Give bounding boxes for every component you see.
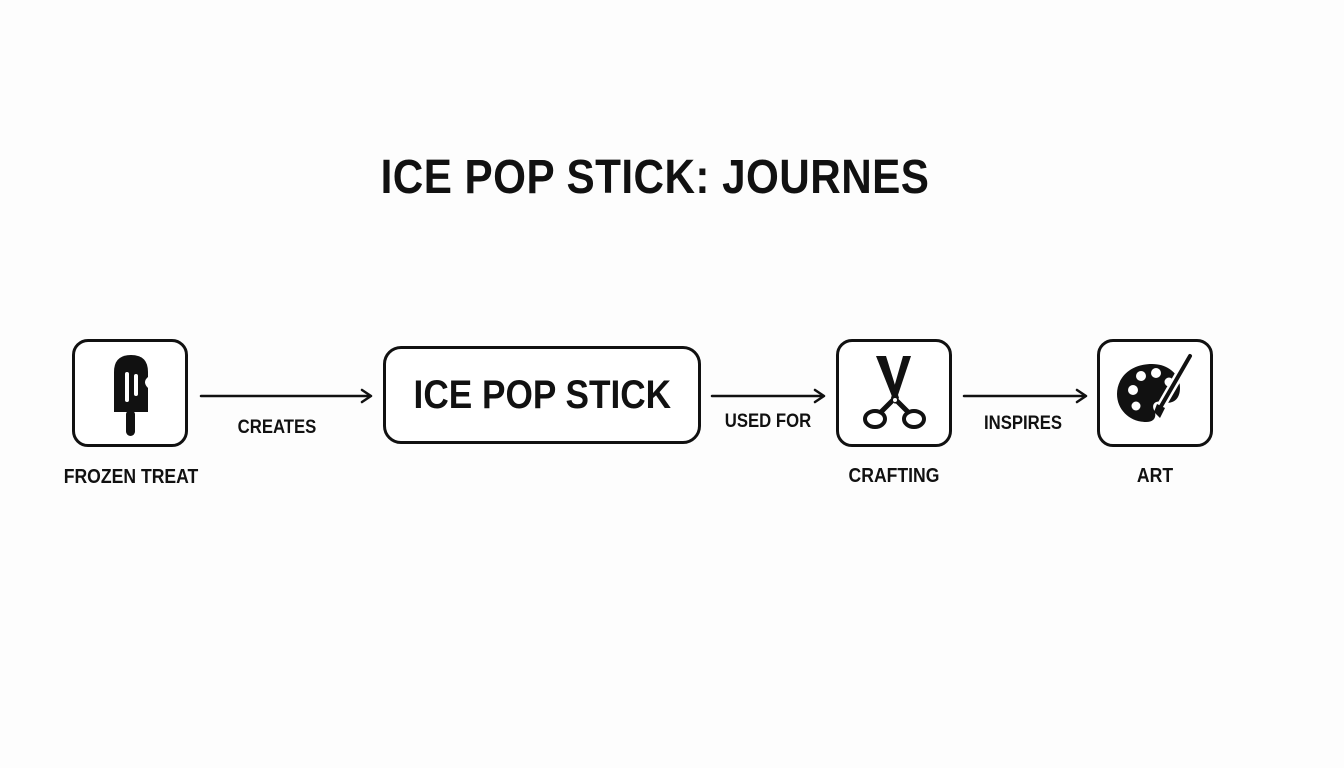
- edge-label-creates: CREATES: [237, 417, 317, 438]
- frozen-treat-label: FROZEN TREAT: [63, 466, 199, 488]
- arrow-used-for: [710, 388, 826, 404]
- frozen-treat-node: [72, 339, 188, 447]
- ice-pop-stick-label: ICE POP STICK: [413, 372, 671, 417]
- crafting-node: [836, 339, 952, 447]
- edge-label-inspires: INSPIRES: [983, 413, 1063, 434]
- edge-label-used-for: USED FOR: [724, 411, 812, 432]
- art-node: [1097, 339, 1213, 447]
- scissors-icon: [863, 356, 926, 429]
- art-label: ART: [1136, 465, 1174, 487]
- diagram-title: ICE POP STICK: JOURNES: [380, 151, 930, 204]
- popsicle-icon: [114, 355, 148, 436]
- arrow-inspires: [962, 388, 1088, 404]
- palette-icon: [1117, 351, 1195, 422]
- crafting-label: CRAFTING: [848, 465, 940, 487]
- arrow-creates: [199, 388, 373, 404]
- ice-pop-stick-node: ICE POP STICK: [383, 346, 701, 444]
